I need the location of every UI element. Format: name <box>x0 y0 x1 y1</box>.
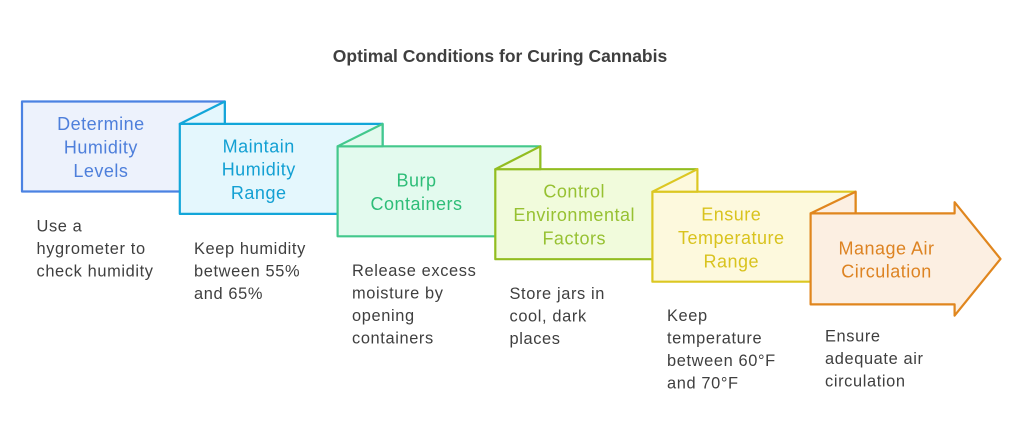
svg-text:temperature: temperature <box>667 330 762 348</box>
svg-text:Levels: Levels <box>73 161 128 181</box>
svg-text:between 60°F: between 60°F <box>667 352 776 370</box>
svg-text:adequate air: adequate air <box>825 350 924 368</box>
svg-text:and 65%: and 65% <box>194 285 263 303</box>
svg-text:and 70°F: and 70°F <box>667 375 739 393</box>
svg-text:Burp: Burp <box>396 170 436 190</box>
svg-text:Temperature: Temperature <box>678 228 785 248</box>
svg-text:Factors: Factors <box>542 229 606 249</box>
svg-text:check humidity: check humidity <box>37 262 154 280</box>
svg-text:containers: containers <box>352 330 434 348</box>
svg-text:Control: Control <box>543 182 605 202</box>
svg-text:hygrometer to: hygrometer to <box>37 240 146 258</box>
svg-text:Ensure: Ensure <box>701 205 761 225</box>
svg-text:Manage Air: Manage Air <box>838 238 934 258</box>
svg-text:Containers: Containers <box>370 194 462 214</box>
svg-text:Determine: Determine <box>57 114 145 134</box>
svg-text:Release excess: Release excess <box>352 262 476 280</box>
svg-text:circulation: circulation <box>825 372 906 390</box>
svg-text:moisture by: moisture by <box>352 285 444 303</box>
svg-text:Range: Range <box>704 251 760 271</box>
svg-text:places: places <box>510 330 561 348</box>
svg-text:Ensure: Ensure <box>825 327 881 345</box>
svg-text:Humidity: Humidity <box>222 160 296 180</box>
svg-text:between 55%: between 55% <box>194 262 300 280</box>
svg-text:Store jars in: Store jars in <box>510 285 606 303</box>
svg-text:Keep: Keep <box>667 307 708 325</box>
svg-text:Circulation: Circulation <box>841 262 932 282</box>
svg-text:Maintain: Maintain <box>223 136 295 156</box>
svg-text:Use a: Use a <box>37 217 83 235</box>
svg-text:Humidity: Humidity <box>64 137 138 157</box>
svg-text:cool, dark: cool, dark <box>510 308 587 326</box>
svg-text:Range: Range <box>231 183 287 203</box>
svg-text:Optimal Conditions for Curing: Optimal Conditions for Curing Cannabis <box>333 46 668 66</box>
svg-text:Keep humidity: Keep humidity <box>194 240 306 258</box>
svg-text:Environmental: Environmental <box>513 205 635 225</box>
svg-text:opening: opening <box>352 307 415 325</box>
